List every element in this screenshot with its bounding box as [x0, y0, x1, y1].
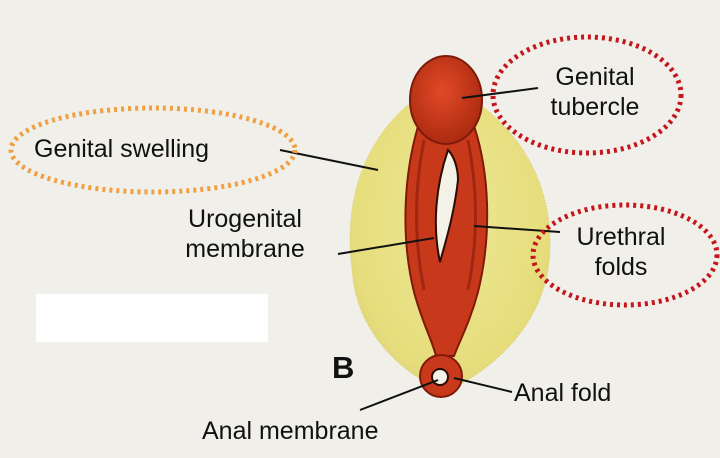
blank-box [36, 294, 268, 342]
label-urogenital-membrane-line1: Urogenital [150, 204, 340, 234]
panel-letter: B [332, 350, 354, 386]
label-urethral-folds-line1: Urethral [556, 222, 686, 252]
anal-membrane-shape [432, 369, 448, 385]
label-anal-membrane: Anal membrane [202, 416, 378, 446]
label-genital-tubercle-line1: Genital [540, 62, 650, 92]
label-anal-fold: Anal fold [514, 378, 611, 408]
label-urethral-folds: Urethral folds [556, 222, 686, 282]
label-genital-tubercle: Genital tubercle [540, 62, 650, 122]
label-urogenital-membrane: Urogenital membrane [150, 204, 340, 264]
leader-genital-swelling [280, 150, 378, 170]
label-genital-swelling: Genital swelling [34, 134, 209, 164]
leader-anal-fold [454, 378, 512, 392]
label-urogenital-membrane-line2: membrane [150, 234, 340, 264]
label-genital-tubercle-line2: tubercle [540, 92, 650, 122]
leader-anal-membrane [360, 380, 438, 410]
label-urethral-folds-line2: folds [556, 252, 686, 282]
genital-tubercle-shape [410, 56, 482, 144]
